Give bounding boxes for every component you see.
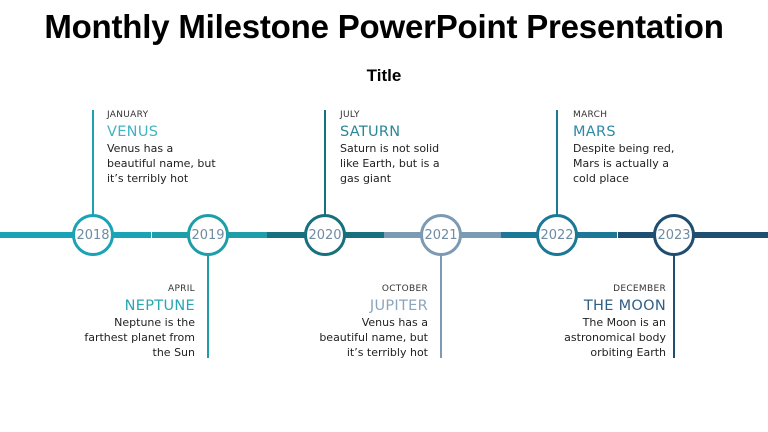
slide-subtitle: Title xyxy=(366,66,402,85)
milestone-name: VENUS xyxy=(107,124,159,140)
year-label: 2022 xyxy=(540,227,574,243)
milestone-description: Despite being red, Mars is actually a co… xyxy=(573,142,675,185)
connector-2022 xyxy=(556,110,558,216)
milestone-name: JUPITER xyxy=(369,298,428,314)
milestone-month: JULY xyxy=(340,110,360,120)
milestone-description: Venus has a beautiful name, but it’s ter… xyxy=(107,142,216,185)
year-label: 2019 xyxy=(191,227,225,243)
milestone-month: JANUARY xyxy=(107,110,149,120)
milestone-circle-2018: 2018 xyxy=(72,214,114,256)
milestone-description: The Moon is an astronomical body orbitin… xyxy=(564,316,666,359)
connector-2020 xyxy=(324,110,326,216)
milestone-card-jupiter: OCTOBER JUPITER Venus has a beautiful na… xyxy=(288,284,428,360)
milestone-name: SATURN xyxy=(340,124,401,140)
slide-title: Monthly Milestone PowerPoint Presentatio… xyxy=(44,8,724,45)
milestone-month: DECEMBER xyxy=(613,284,666,294)
milestone-card-venus: JANUARY VENUS Venus has a beautiful name… xyxy=(107,110,247,186)
connector-2019 xyxy=(207,254,209,358)
milestone-circle-2022: 2022 xyxy=(536,214,578,256)
connector-2018 xyxy=(92,110,94,216)
milestone-description: Neptune is the farthest planet from the … xyxy=(84,316,195,359)
year-label: 2020 xyxy=(308,227,342,243)
milestone-name: NEPTUNE xyxy=(124,298,195,314)
milestone-circle-2020: 2020 xyxy=(304,214,346,256)
milestone-description: Saturn is not solid like Earth, but is a… xyxy=(340,142,440,185)
milestone-card-mars: MARCH MARS Despite being red, Mars is ac… xyxy=(573,110,713,186)
milestone-month: APRIL xyxy=(167,284,195,294)
year-label: 2023 xyxy=(657,227,691,243)
milestone-card-neptune: APRIL NEPTUNE Neptune is the farthest pl… xyxy=(55,284,195,360)
milestone-circle-2021: 2021 xyxy=(420,214,462,256)
milestone-card-saturn: JULY SATURN Saturn is not solid like Ear… xyxy=(340,110,480,186)
milestone-circle-2019: 2019 xyxy=(187,214,229,256)
connector-2023 xyxy=(673,254,675,358)
milestone-month: MARCH xyxy=(573,110,608,120)
milestone-circle-2023: 2023 xyxy=(653,214,695,256)
year-label: 2021 xyxy=(424,227,458,243)
milestone-month: OCTOBER xyxy=(381,284,428,294)
milestone-description: Venus has a beautiful name, but it’s ter… xyxy=(319,316,428,359)
year-label: 2018 xyxy=(76,227,110,243)
milestone-card-the-moon: DECEMBER THE MOON The Moon is an astrono… xyxy=(526,284,666,360)
milestone-name: THE MOON xyxy=(583,298,666,314)
connector-2021 xyxy=(440,254,442,358)
milestone-name: MARS xyxy=(573,124,616,140)
